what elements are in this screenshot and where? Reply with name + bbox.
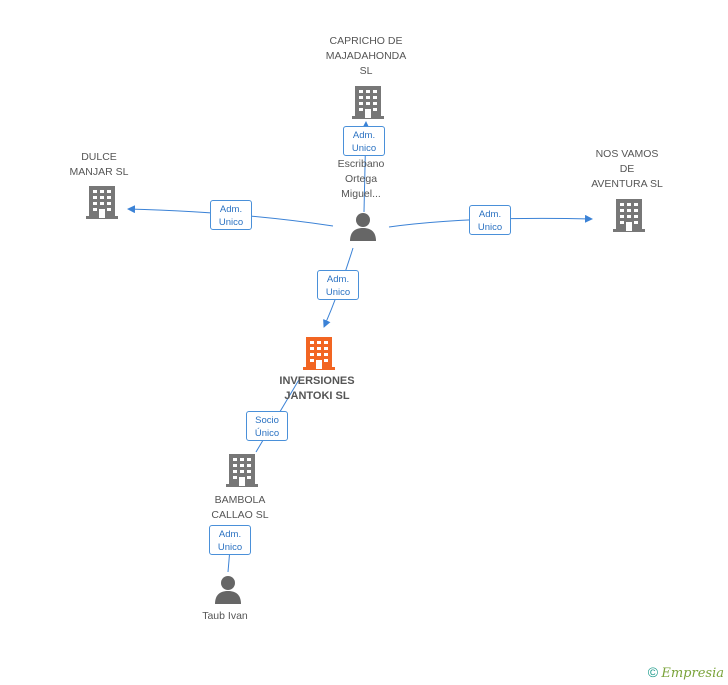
node-label-capricho[interactable]: CAPRICHO DE MAJADAHONDA SL: [325, 35, 407, 77]
edge-badge-dulce[interactable]: Adm. Unico: [210, 200, 252, 230]
person-icon[interactable]: [213, 574, 243, 604]
edge-badge-inversiones[interactable]: Adm. Unico: [317, 270, 359, 300]
building-icon[interactable]: [86, 184, 118, 220]
building-icon[interactable]: [613, 197, 645, 233]
brand-logo: Empresia: [661, 666, 724, 681]
building-icon[interactable]: [352, 84, 384, 120]
building-icon[interactable]: [303, 335, 335, 371]
copyright-icon: ©: [647, 664, 659, 680]
person-icon[interactable]: [348, 211, 378, 241]
node-label-taub[interactable]: Taub Ivan: [202, 610, 248, 622]
edge-badge-nosvamos[interactable]: Adm. Unico: [469, 205, 511, 235]
node-label-dulce[interactable]: DULCE MANJAR SL: [69, 151, 129, 178]
node-label-bambola[interactable]: BAMBOLA CALLAO SL: [211, 494, 269, 521]
node-label-nosvamos[interactable]: NOS VAMOS DE AVENTURA SL: [591, 148, 663, 190]
node-label-inversiones[interactable]: INVERSIONES JANTOKI SL: [279, 375, 355, 402]
edge-badge-bambola[interactable]: Socio Único: [246, 411, 288, 441]
node-label-escribano[interactable]: Escribano Ortega Miguel...: [337, 158, 385, 200]
edge-badge-taub[interactable]: Adm. Unico: [209, 525, 251, 555]
footer-brand[interactable]: © Empresia: [648, 664, 724, 681]
edge-badge-capricho[interactable]: Adm. Unico: [343, 126, 385, 156]
building-icon[interactable]: [226, 452, 258, 488]
